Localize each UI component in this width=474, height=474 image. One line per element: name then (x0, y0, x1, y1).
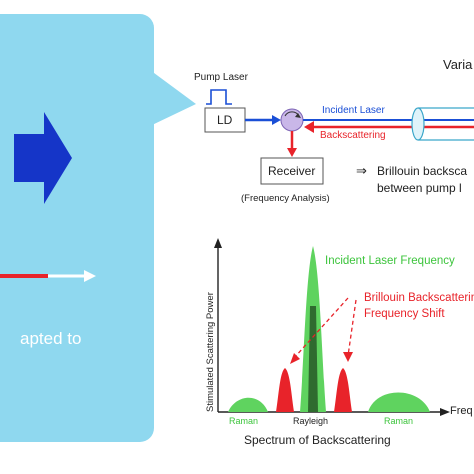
incident-laser-frequency-label: Incident Laser Frequency (325, 255, 455, 267)
brillouin-right-peak (334, 368, 352, 412)
brillouin-label-line-2: Frequency Shift (364, 308, 445, 320)
raman-left-peak (228, 397, 268, 412)
note-line-2: between pump l (377, 181, 462, 195)
brillouin-pointer-right (347, 299, 357, 357)
rayleigh-label: Rayleigh (293, 416, 329, 426)
incident-laser-label: Incident Laser (322, 105, 385, 116)
backscattering-label: Backscattering (320, 130, 386, 141)
pointer-left-arrowhead-icon (290, 353, 300, 364)
note-line-1: Brillouin backsca (377, 164, 468, 178)
raman-right-peak (368, 392, 430, 412)
raman-left-label: Raman (229, 416, 259, 426)
x-axis-arrow-icon (440, 408, 450, 416)
fiber-arrowhead-icon (84, 270, 96, 282)
ld-box (204, 107, 246, 133)
pump-laser-label: Pump Laser (194, 72, 248, 83)
down-arrowhead-icon (287, 148, 297, 157)
fiber-end (411, 107, 425, 141)
y-axis-arrow-icon (214, 238, 222, 248)
big-arrow-icon (14, 112, 72, 204)
x-axis-label: Freq (450, 405, 473, 417)
brillouin-left-peak (276, 368, 294, 412)
frequency-analysis-label: (Frequency Analysis) (241, 193, 330, 204)
pulse-icon (206, 89, 232, 105)
y-axis-label: Stimulated Scattering Power (205, 292, 216, 412)
receiver-box (260, 157, 324, 185)
brillouin-label-line-1: Brillouin Backscatterin (364, 292, 474, 304)
pointer-right-arrowhead-icon (343, 352, 353, 362)
left-panel (0, 14, 154, 442)
receiver-label: Receiver (268, 164, 316, 178)
spectrum-caption: Spectrum of Backscattering (244, 433, 391, 447)
blue-arrowhead-icon (272, 115, 281, 125)
fiber-cylinder (418, 107, 474, 141)
rayleigh-dark-line (308, 306, 318, 412)
circulator-arrow-icon (295, 113, 301, 118)
left-panel-text: apted to (20, 329, 82, 348)
ld-label: LD (217, 113, 233, 127)
raman-right-label: Raman (384, 416, 414, 426)
top-right-text: Varia (443, 57, 473, 72)
red-arrowhead-icon (304, 121, 314, 133)
note-arrow-icon: ⇒ (356, 163, 367, 178)
bubble-pointer (150, 70, 196, 126)
